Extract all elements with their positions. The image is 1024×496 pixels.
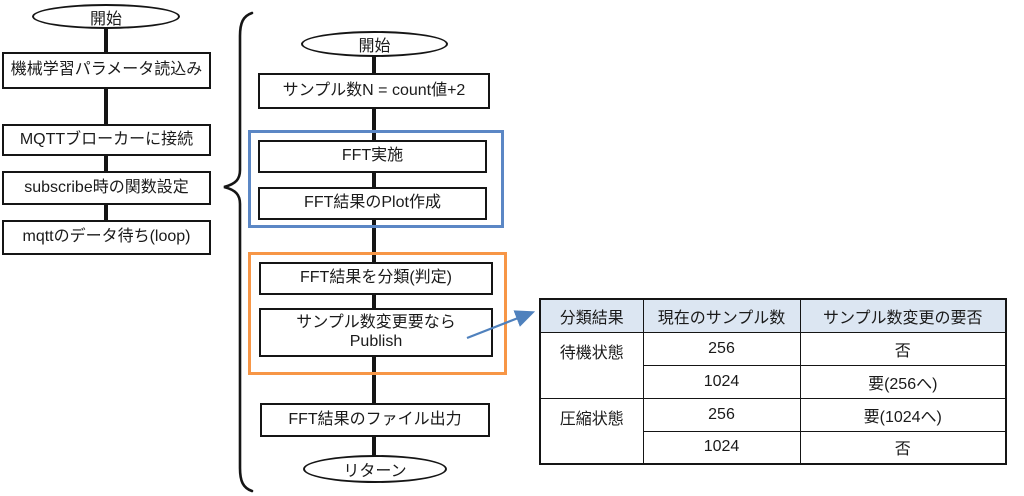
right-flow-return-terminator: リターン [303, 455, 447, 483]
header-change-needed: サンプル数変更の要否 [799, 298, 1007, 333]
cell-change: 否 [799, 430, 1007, 465]
connector-line [372, 219, 376, 263]
cell-samples: 1024 [642, 430, 801, 465]
right-flow-step-fft-plot: FFT結果のPlot作成 [258, 187, 487, 220]
right-flow-step-sample-count: サンプル数N = count値+2 [258, 73, 490, 109]
classification-table: 分類結果 現在のサンプル数 サンプル数変更の要否 待機状態 256 否 1024… [539, 298, 1007, 465]
left-flow-step-connect-broker: MQTTブローカーに接続 [2, 124, 211, 156]
step-label: 機械学習パラメータ読込み [10, 61, 203, 79]
table-row: 圧縮状態 256 要(1024へ) [539, 397, 1007, 465]
connector-line [104, 27, 108, 53]
right-flow-step-fft-run: FFT実施 [258, 140, 487, 173]
header-classification: 分類結果 [539, 298, 644, 333]
step-label: FFT結果を分類(判定) [300, 269, 452, 287]
step-label: FFT結果のPlot作成 [304, 194, 441, 212]
step-label: サンプル数N = count値+2 [282, 81, 466, 99]
connector-line [372, 356, 376, 404]
connector-line [372, 108, 376, 141]
cell-samples: 1024 [642, 364, 801, 399]
step-label: MQTTブローカーに接続 [19, 130, 194, 148]
right-flow-step-classify: FFT結果を分類(判定) [259, 262, 493, 295]
left-flow-start-terminator: 開始 [32, 4, 180, 29]
table-header-row: 分類結果 現在のサンプル数 サンプル数変更の要否 [539, 298, 1007, 333]
connector-line [104, 155, 108, 172]
step-label: mqttのデータ待ち(loop) [22, 228, 191, 246]
step-label: FFT結果のファイル出力 [288, 410, 462, 428]
right-flow-start-label: 開始 [358, 38, 391, 55]
connector-line [372, 436, 376, 456]
cell-change: 要(256へ) [799, 364, 1007, 399]
table-row: 待機状態 256 否 [539, 331, 1007, 399]
group-brace [223, 11, 254, 493]
right-flow-return-label: リターン [343, 463, 407, 480]
connector-line [104, 88, 108, 125]
right-flow-step-publish: サンプル数変更要なら Publish [259, 308, 493, 357]
cell-samples: 256 [642, 397, 801, 432]
left-flow-step-load-params: 機械学習パラメータ読込み [2, 52, 211, 89]
connector-line [372, 172, 376, 188]
fft-group-frame [248, 130, 504, 228]
connector-line [372, 294, 376, 309]
cell-state-compressed: 圧縮状態 [539, 397, 644, 465]
header-current-samples: 現在のサンプル数 [642, 298, 801, 333]
step-label: subscribe時の関数設定 [24, 178, 189, 196]
left-flow-start-label: 開始 [89, 10, 122, 28]
classify-group-frame [248, 252, 507, 375]
connector-line [372, 56, 376, 74]
cell-samples: 256 [642, 331, 801, 366]
step-label-line1: サンプル数変更要なら [296, 314, 456, 332]
left-flow-step-wait-loop: mqttのデータ待ち(loop) [2, 220, 211, 255]
step-label: FFT実施 [341, 147, 404, 165]
table-row: 1024 否 [540, 430, 1007, 465]
cell-state-idle: 待機状態 [539, 331, 644, 399]
connector-line [104, 204, 108, 221]
left-flow-step-subscribe-callback: subscribe時の関数設定 [2, 171, 211, 205]
cell-change: 要(1024へ) [799, 397, 1007, 432]
right-flow-step-file-output: FFT結果のファイル出力 [260, 403, 490, 437]
cell-change: 否 [799, 331, 1007, 366]
right-flow-start-terminator: 開始 [301, 31, 448, 57]
table-reference-arrow [466, 310, 536, 340]
step-label-line2: Publish [349, 332, 403, 350]
